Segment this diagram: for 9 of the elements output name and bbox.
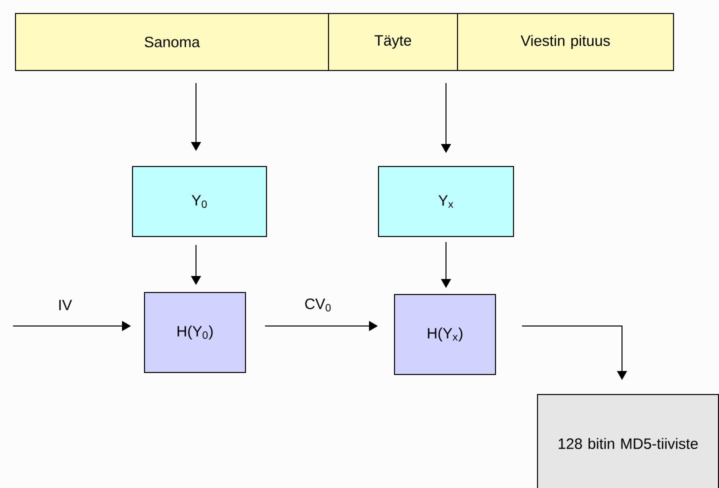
edge-label: IV	[59, 300, 72, 310]
edge-label: CV$_{0}$	[305, 298, 331, 312]
block-box: Y$_{x}$	[378, 166, 514, 237]
result-box: 128 bitin MD5-tiiviste	[537, 394, 719, 488]
field-box: Täyte	[328, 13, 458, 71]
field-box: Viestin pituus	[457, 13, 674, 71]
function-box: H(Y$_{0}$)	[144, 292, 246, 373]
function-box: H(Y$_{x}$)	[394, 294, 496, 375]
block-box: Y$_{0}$	[132, 166, 267, 237]
